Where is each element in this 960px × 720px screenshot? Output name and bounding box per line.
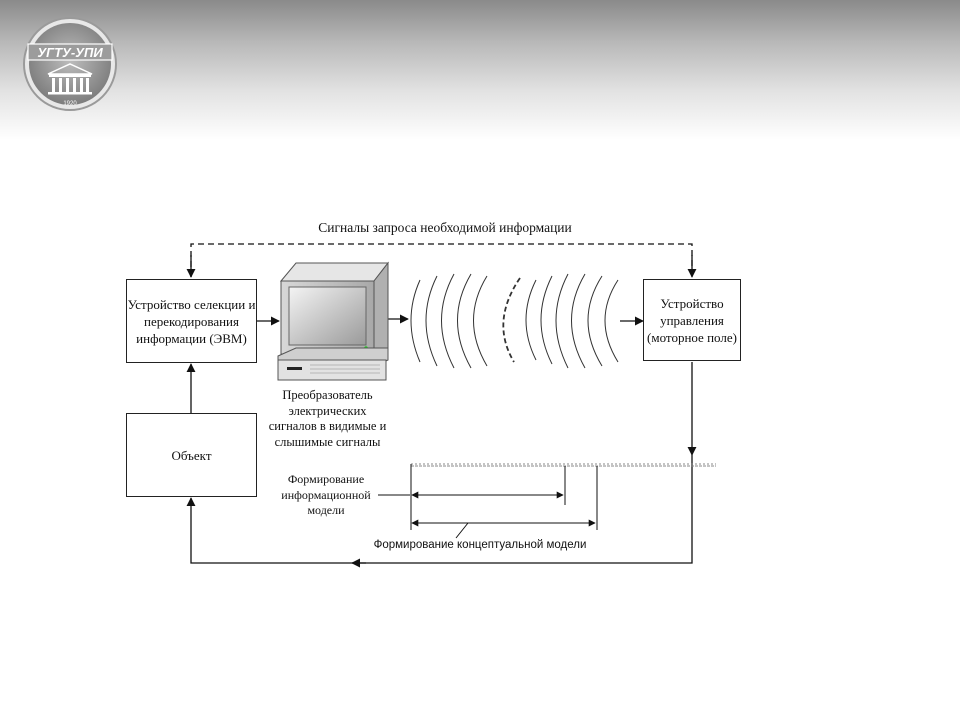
logo-year: 1920 — [63, 101, 77, 107]
object-box: Объект — [126, 413, 257, 497]
control-device-box: Устройство управления (моторное поле) — [643, 279, 741, 361]
monitor-icon — [277, 261, 390, 381]
signal-waves — [410, 273, 619, 369]
university-seal-icon: УГТУ-УПИ 1920 — [23, 17, 117, 111]
converter-label: Преобразователь электрических сигналов в… — [268, 388, 387, 449]
concept-model-label: Формирование концептуальной модели — [373, 539, 587, 551]
model-brackets — [378, 463, 716, 539]
feedback-path — [358, 455, 693, 564]
logo-text: УГТУ-УПИ — [37, 45, 103, 60]
arrow-to-object — [186, 497, 358, 564]
header-band — [0, 0, 960, 140]
info-model-label: Формирование информационной модели — [281, 472, 371, 517]
selection-recoding-device-box: Устройство селекции и перекодирования ин… — [126, 279, 257, 363]
request-signal-label: Сигналы запроса необходимой информации — [318, 220, 572, 235]
request-signal-path — [186, 243, 697, 278]
university-logo: УГТУ-УПИ 1920 — [22, 16, 118, 112]
